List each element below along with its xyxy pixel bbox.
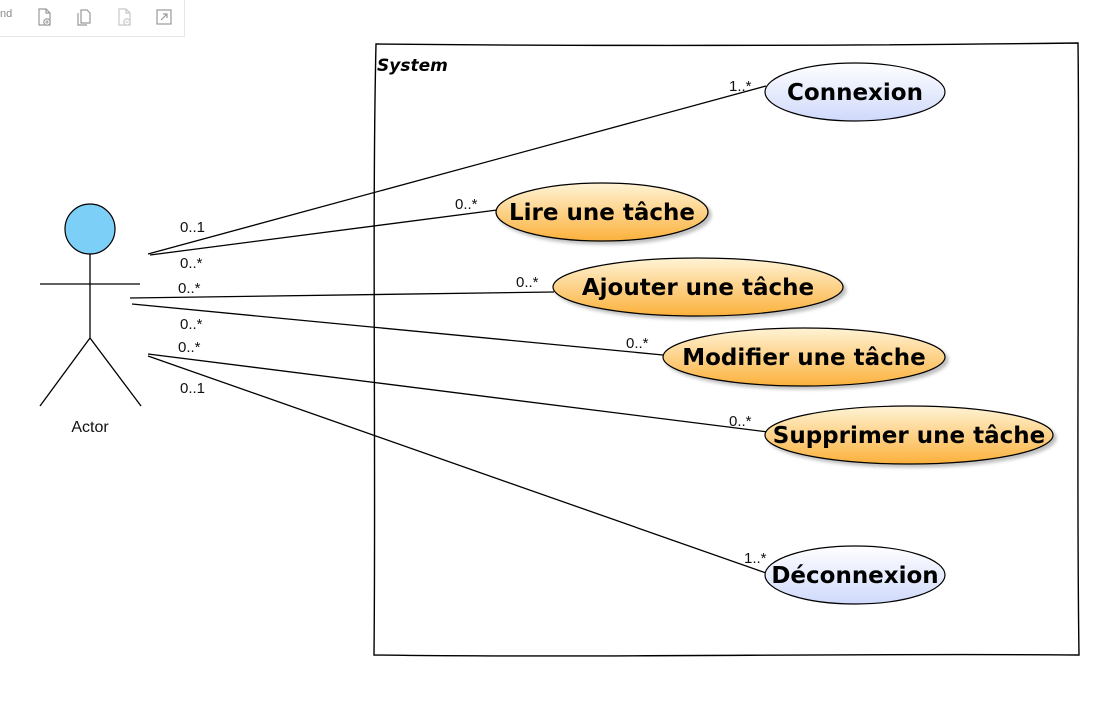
use-case-multiplicity-ajouter-une-tache: 0..* xyxy=(516,274,539,291)
use-case-deconnexion[interactable]: Déconnexion xyxy=(764,545,946,605)
use-case-label: Déconnexion xyxy=(771,563,938,589)
actor-head xyxy=(64,203,116,255)
use-case-multiplicity-connexion: 1..* xyxy=(729,78,752,95)
association-deconnexion[interactable] xyxy=(147,355,767,574)
actor-multiplicity-modifier-une-tache: 0..* xyxy=(180,316,203,333)
page-toolbar: nd xyxy=(0,0,185,37)
use-case-modifier-une-tache[interactable]: Modifier une tâche xyxy=(662,327,946,387)
association-supprimer-une-tache[interactable] xyxy=(147,353,769,433)
duplicate-page-icon xyxy=(77,9,91,26)
associations: 0..1 1..* 0..* 0..* 0..* 0..* 0..* 0..* 0..* 0..*… xyxy=(129,78,769,574)
use-case-label: Supprimer une tâche xyxy=(773,423,1046,449)
expand-button[interactable] xyxy=(153,6,175,28)
association-ajouter-une-tache[interactable] xyxy=(129,291,555,299)
use-case-multiplicity-deconnexion: 1..* xyxy=(744,550,767,567)
use-case-ajouter-une-tache[interactable]: Ajouter une tâche xyxy=(552,257,844,317)
expand-icon xyxy=(156,9,172,25)
actor-multiplicity-connexion: 0..1 xyxy=(180,219,205,236)
actor[interactable]: Actor xyxy=(39,203,142,436)
use-case-label: Connexion xyxy=(787,80,923,106)
association-modifier-une-tache[interactable] xyxy=(131,303,664,356)
use-case-supprimer-une-tache[interactable]: Supprimer une tâche xyxy=(764,405,1054,465)
association-connexion[interactable] xyxy=(147,85,767,255)
use-case-label: Modifier une tâche xyxy=(682,345,926,371)
use-case-ellipse xyxy=(662,327,946,387)
actor-multiplicity-supprimer-une-tache: 0..* xyxy=(178,339,201,356)
use-case-ellipse xyxy=(495,182,709,242)
use-case-ellipse xyxy=(552,257,844,317)
system-label: System xyxy=(377,56,448,76)
use-case-ellipse xyxy=(764,545,946,605)
use-case-lire-une-tache[interactable]: Lire une tâche xyxy=(495,182,709,242)
use-case-label: Lire une tâche xyxy=(509,200,695,226)
duplicate-page-button[interactable] xyxy=(73,6,95,28)
use-case-multiplicity-lire-une-tache: 0..* xyxy=(455,196,478,213)
association-lire-une-tache[interactable] xyxy=(149,209,498,256)
use-case-connexion[interactable]: Connexion xyxy=(764,62,946,122)
use-case-ellipse xyxy=(764,405,1054,465)
actor-multiplicity-deconnexion: 0..1 xyxy=(180,380,205,397)
actor-right-leg xyxy=(89,337,142,407)
toolbar-cut-text: nd xyxy=(0,8,13,20)
actor-label: Actor xyxy=(71,419,109,436)
use-case-label: Ajouter une tâche xyxy=(582,275,814,301)
system-boundary[interactable] xyxy=(373,42,1080,657)
new-page-button[interactable] xyxy=(33,6,55,28)
actor-left-leg xyxy=(39,337,91,407)
delete-page-button[interactable] xyxy=(113,6,135,28)
new-page-icon xyxy=(38,8,51,26)
use-case-multiplicity-modifier-une-tache: 0..* xyxy=(626,335,649,352)
actor-multiplicity-ajouter-une-tache: 0..* xyxy=(178,280,201,297)
use-case-ellipse xyxy=(764,62,946,122)
delete-page-icon xyxy=(118,8,131,26)
use-case-multiplicity-supprimer-une-tache: 0..* xyxy=(729,413,752,430)
actor-multiplicity-lire-une-tache: 0..* xyxy=(180,255,203,272)
